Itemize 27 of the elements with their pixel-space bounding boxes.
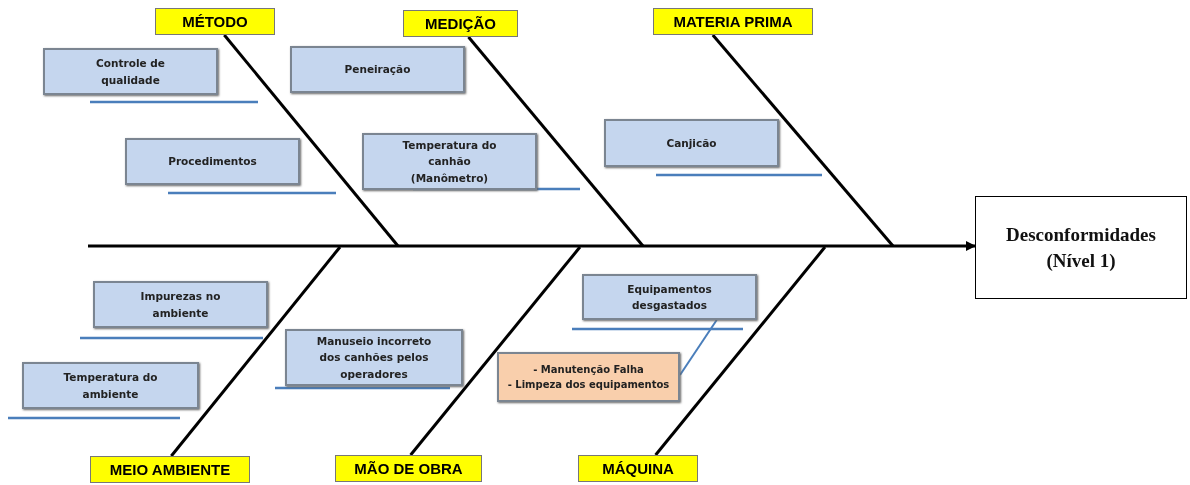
cause-text: - Limpeza dos equipamentos: [507, 378, 670, 392]
cause-box: Procedimentos: [125, 138, 300, 185]
cause-box: Manuseio incorreto dos canhões pelos operadores: [285, 329, 463, 386]
bone-line: [409, 246, 582, 456]
spine-arrow: [88, 241, 976, 251]
cause-box: Canjicão: [604, 119, 779, 167]
category-label: MATERIA PRIMA: [653, 8, 813, 35]
leader-line: [679, 319, 718, 376]
bone-line: [654, 246, 827, 456]
category-label: MÁQUINA: [578, 455, 698, 482]
bone-line: [223, 34, 400, 247]
cause-box: Peneiração: [290, 46, 465, 93]
bone-line: [170, 246, 342, 457]
category-label: MEIO AMBIENTE: [90, 456, 250, 483]
bone-line: [467, 36, 645, 247]
category-label: MÃO DE OBRA: [335, 455, 482, 482]
cause-text: - Manutenção Falha: [533, 362, 644, 377]
cause-box: Equipamentos desgastados: [582, 274, 757, 320]
cause-box: Temperatura do ambiente: [22, 362, 199, 409]
category-label: MÉTODO: [155, 8, 275, 35]
effect-box: Desconformidades (Nível 1): [975, 196, 1187, 299]
bone-line: [711, 34, 895, 247]
cause-box: Controle de qualidade: [43, 48, 218, 95]
category-label: MEDIÇÃO: [403, 10, 518, 37]
cause-box: [497, 352, 680, 402]
cause-box: Impurezas no ambiente: [93, 281, 268, 328]
cause-box: Temperatura do canhão (Manômetro): [362, 133, 537, 190]
